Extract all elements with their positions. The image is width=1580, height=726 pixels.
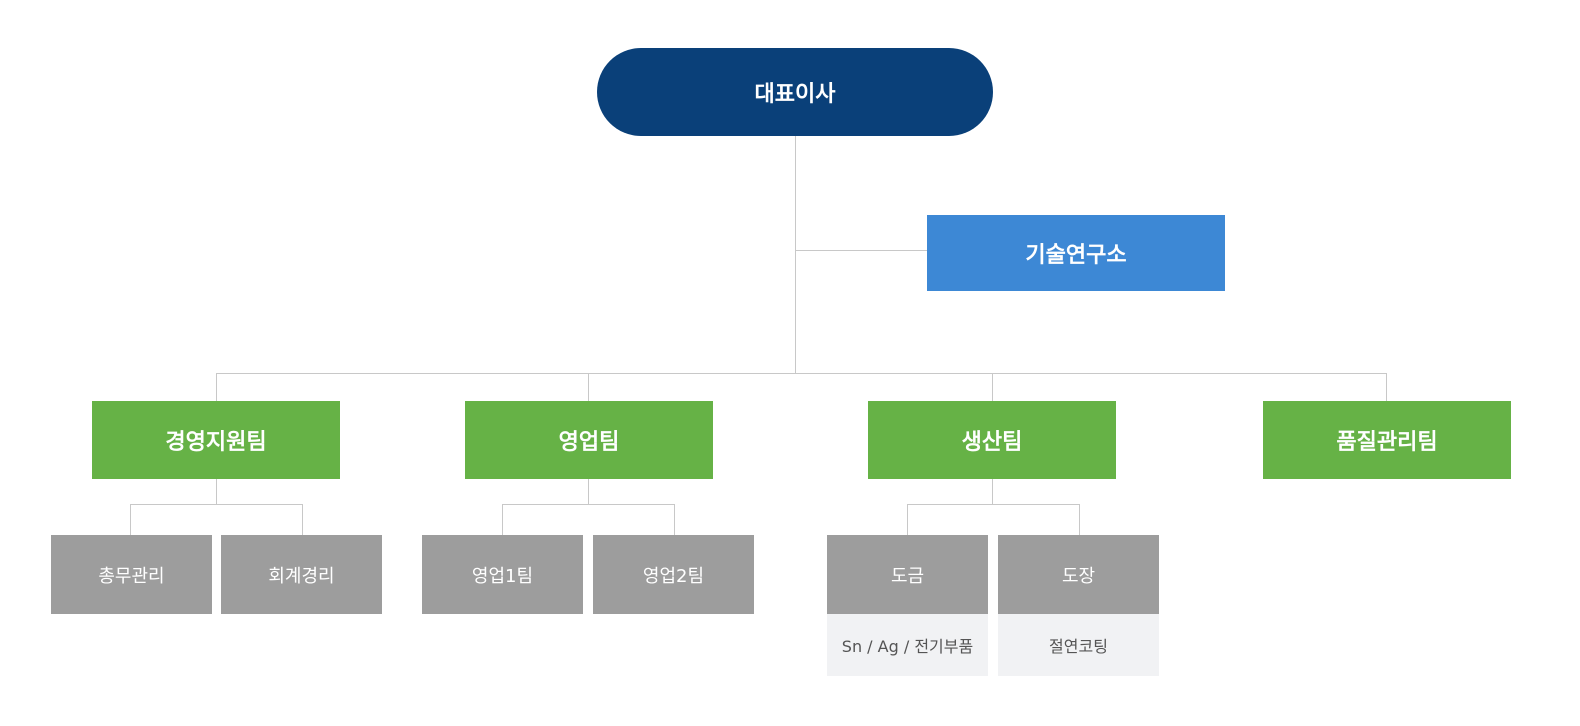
connector-team-2-sub-bus — [502, 504, 674, 505]
connector-lab — [795, 250, 927, 251]
sub-note-painting: 절연코팅 — [998, 614, 1159, 676]
connector-team-1-sub-bus — [130, 504, 302, 505]
sub-node-sales-2: 영업2팀 — [593, 535, 754, 614]
team-node-production: 생산팀 — [868, 401, 1116, 479]
connector-teams-bus — [216, 373, 1387, 374]
sub-node-plating: 도금 — [827, 535, 988, 614]
connector-team-2-sub-trunk — [588, 479, 589, 504]
connector-team-1-sub-1 — [130, 504, 131, 535]
connector-team-3-sub-bus — [907, 504, 1079, 505]
connector-ceo-trunk — [795, 136, 796, 374]
team-node-quality-control: 품질관리팀 — [1263, 401, 1511, 479]
connector-team-2-drop — [588, 373, 589, 401]
team-node-sales: 영업팀 — [465, 401, 713, 479]
sub-node-general-affairs: 총무관리 — [51, 535, 212, 614]
research-lab-node: 기술연구소 — [927, 215, 1225, 291]
ceo-node: 대표이사 — [597, 48, 993, 136]
connector-team-3-drop — [992, 373, 993, 401]
connector-team-3-sub-trunk — [992, 479, 993, 504]
connector-team-1-sub-2 — [302, 504, 303, 535]
sub-node-accounting: 회계경리 — [221, 535, 382, 614]
sub-node-painting: 도장 — [998, 535, 1159, 614]
connector-team-1-sub-trunk — [216, 479, 217, 504]
connector-team-2-sub-2 — [674, 504, 675, 535]
connector-team-4-drop — [1386, 373, 1387, 401]
connector-team-3-sub-2 — [1079, 504, 1080, 535]
team-node-management-support: 경영지원팀 — [92, 401, 340, 479]
connector-team-2-sub-1 — [502, 504, 503, 535]
sub-note-plating: Sn / Ag / 전기부품 — [827, 614, 988, 676]
connector-team-1-drop — [216, 373, 217, 401]
connector-team-3-sub-1 — [907, 504, 908, 535]
sub-node-sales-1: 영업1팀 — [422, 535, 583, 614]
